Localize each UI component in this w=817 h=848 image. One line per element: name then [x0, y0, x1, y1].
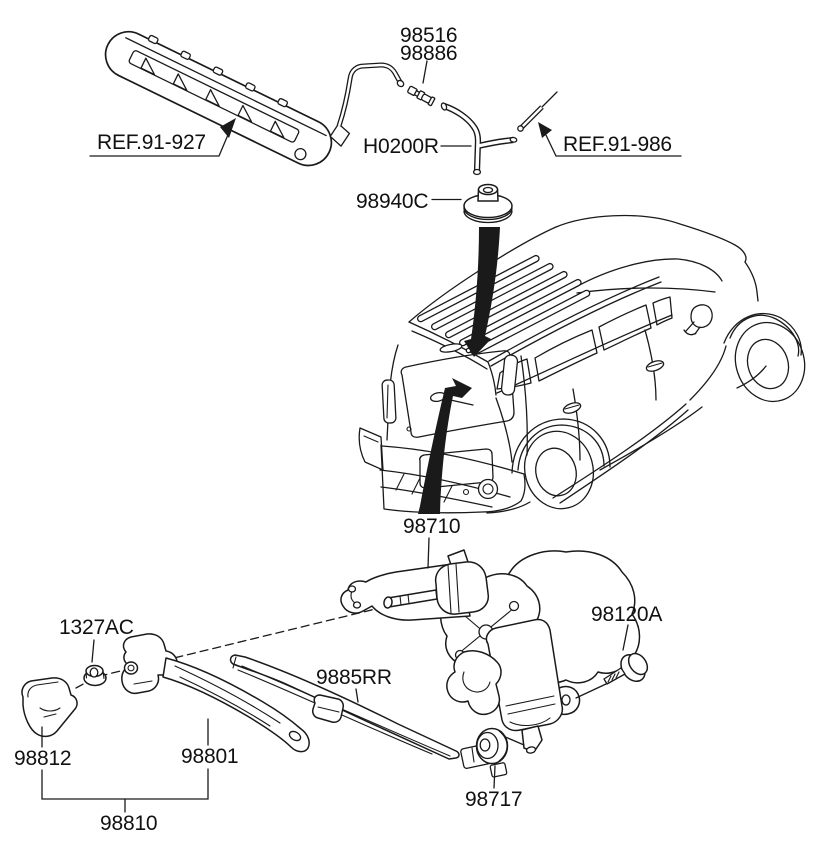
part-label-h0200r: H0200R — [363, 135, 439, 158]
part-label-1327ac: 1327AC — [59, 616, 134, 639]
hose-tab — [329, 123, 351, 147]
reverse-lamp — [477, 478, 499, 500]
rear-wheel — [511, 418, 611, 510]
assembly-dashed-line — [75, 603, 397, 689]
front-wheel — [723, 313, 806, 403]
roof-ribs — [417, 254, 591, 355]
door-handles — [562, 360, 665, 414]
part-label-98717: 98717 — [465, 788, 523, 811]
part-label-98710: 98710 — [403, 515, 461, 538]
roof-grommet-drawing — [463, 183, 513, 224]
stop-lamp-drawing — [104, 30, 351, 167]
wiper-arm-drawing — [121, 633, 310, 753]
leader-lines — [41, 60, 682, 813]
spoiler-lamp-hint — [439, 343, 463, 353]
pivot-cap-drawing — [21, 677, 78, 738]
bracket-98810 — [41, 768, 209, 800]
part-label-98940c: 98940C — [356, 190, 429, 213]
part-label-98120a: 98120A — [591, 603, 663, 626]
taillight-near — [500, 354, 519, 396]
part-label-98516: 98516 — [400, 24, 458, 47]
washer-hose-drawing — [336, 62, 558, 176]
wiper-motor-drawing — [340, 549, 641, 778]
part-label-98886: 98886 — [400, 42, 458, 65]
flow-arrow-roof — [464, 227, 500, 357]
part-label-98801: 98801 — [181, 745, 239, 768]
part-label-98812: 98812 — [14, 747, 72, 770]
flow-arrow-tailgate — [418, 378, 472, 514]
washer-valve-drawing — [407, 85, 436, 107]
part-label-9885rr: 9885RR — [316, 666, 392, 689]
wiper-blade-drawing — [229, 654, 460, 760]
part-label-ref-91-986: REF.91-986 — [563, 133, 672, 156]
side-mirror — [683, 304, 713, 336]
motor-grommet-drawing — [475, 727, 525, 765]
part-label-ref-91-927: REF.91-927 — [97, 131, 206, 154]
mount-bolt-drawing — [575, 652, 649, 699]
taillight-far — [381, 379, 397, 424]
pivot-nut-drawing — [83, 664, 107, 687]
part-label-98810: 98810 — [100, 812, 158, 835]
